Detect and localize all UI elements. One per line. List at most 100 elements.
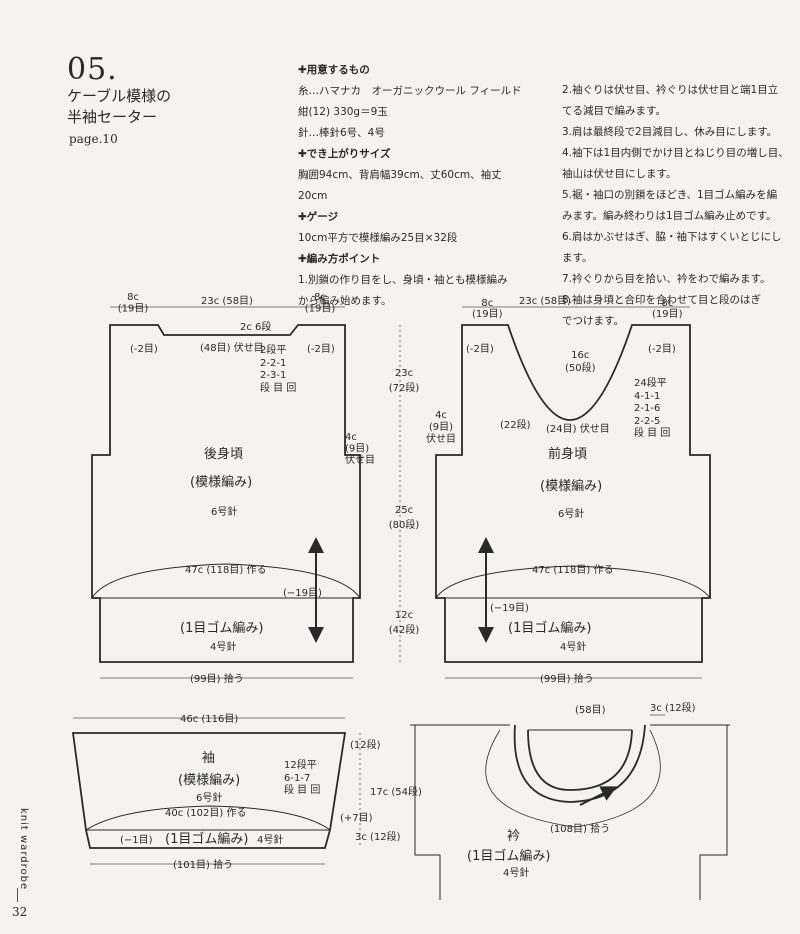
sleeve-pattern: (模様編み) <box>178 772 240 788</box>
front-rib-dec: (−19目) <box>490 603 529 614</box>
back-rib-label: (1目ゴム編み) <box>180 620 263 636</box>
back-neck-depth: 2c 6段 <box>240 320 271 333</box>
step-line: てる減目で編みます。 <box>562 105 666 117</box>
sleeve-name: 袖 <box>202 751 215 766</box>
front-pickup: (99目) 拾う <box>540 672 594 685</box>
title-line-1: ケーブル模様の <box>67 87 172 105</box>
back-neck-width: 23c (58目) <box>201 296 253 307</box>
back-pattern: (模様編み) <box>190 474 252 490</box>
divider <box>17 888 18 902</box>
materials-line: 針…棒針6号、4号 <box>298 127 385 139</box>
collar-top-stitch: (58目) <box>575 705 606 716</box>
step-line: 8.袖は身頃と合印を合わせて目と段のはぎ <box>562 294 762 306</box>
back-body-outline <box>91 324 361 663</box>
step-line: 2.袖ぐりは伏せ目、衿ぐりは伏せ目と端1目立 <box>562 84 779 96</box>
front-dec-right: (-2目) <box>648 344 676 355</box>
step-line: 3.肩は最終段で2目減目し、休み目にします。 <box>562 126 778 138</box>
front-armhole: 4c (9目) 伏せ目 <box>426 410 456 445</box>
collar-name: 衿 <box>507 829 520 844</box>
page-reference: page.10 <box>69 132 118 146</box>
back-neck-decrease-table: 2段平 2-2-1 2-3-1 段 目 回 <box>260 345 297 394</box>
materials-line: 胸囲94cm、背肩幅39cm、丈60cm、袖丈 <box>298 169 502 181</box>
vertical-dim-middle: 25c (80段) <box>388 505 420 531</box>
step-line: 7.衿ぐりから目を拾い、衿をわで編みます。 <box>562 273 771 285</box>
materials-heading: ✚編み方ポイント <box>298 253 381 265</box>
front-cast: 47c (118目) 作る <box>532 564 613 576</box>
back-rib-dec: (−19目) <box>283 588 322 599</box>
title-line-2: 半袖セーター <box>67 108 158 126</box>
back-name: 後身頃 <box>204 446 243 462</box>
back-rib-needle: 4号針 <box>210 640 236 653</box>
front-needle: 6号針 <box>558 507 584 520</box>
sleeve-cuff-len: 3c (12段) <box>355 830 401 843</box>
front-rib-needle: 4号針 <box>560 640 586 653</box>
collar-needle: 4号針 <box>503 866 529 879</box>
page-number: 32 <box>12 905 28 919</box>
back-cast: 47c (118目) 作る <box>185 564 266 576</box>
sleeve-top-rows: (12段) <box>350 738 381 751</box>
collar-rib-label: (1目ゴム編み) <box>467 848 550 864</box>
step-line: でつけます。 <box>562 315 624 327</box>
front-body-outline <box>435 324 711 663</box>
front-neck-width: 23c (58目) <box>519 296 571 307</box>
front-shoulder-right: 8c (19目) <box>652 298 683 320</box>
front-dec-left: (-2目) <box>466 344 494 355</box>
pattern-title: ケーブル模様の 半袖セーター <box>67 86 171 128</box>
sleeve-needle: 6号針 <box>196 791 222 804</box>
back-cast-curve <box>91 563 361 599</box>
back-neck-bind: (48目) 伏せ目 <box>200 341 264 354</box>
front-shoulder-left: 8c (19目) <box>472 298 503 320</box>
vertical-dim-lower: 12c (42段) <box>388 610 420 636</box>
materials-line: 糸…ハマナカ オーガニックウール フィールド <box>298 85 522 97</box>
sleeve-cuff-dec: (−1目) <box>120 835 153 846</box>
step-line: 5.裾・袖口の別鎖をほどき、1目ゴム編みを編 <box>562 189 778 201</box>
collar-height: 3c (12段) <box>650 701 696 714</box>
collar-arrow <box>579 786 618 806</box>
sleeve-length: 17c (54段) <box>370 785 422 798</box>
vertical-dim-upper: 23c (72段) <box>388 368 420 394</box>
materials-line: から編み始めます。 <box>298 295 392 307</box>
front-neck-bind: (24目) 伏せ目 <box>546 422 610 435</box>
front-pattern: (模様編み) <box>540 478 602 494</box>
collar-pickup: (108目) 拾う <box>550 822 610 835</box>
front-side-rows: (22段) <box>500 418 531 431</box>
front-neck-depth: 16c (50段) <box>565 350 596 374</box>
materials-block: ✚用意するもの糸…ハマナカ オーガニックウール フィールド紺(12) 330g＝… <box>298 60 548 312</box>
sleeve-top: 46c (116目) <box>180 714 238 725</box>
back-dec-right: (-2目) <box>307 344 335 355</box>
sleeve-cuff-needle: 4号針 <box>257 833 283 846</box>
step-line: ます。 <box>562 252 593 264</box>
back-pickup: (99目) 拾う <box>190 672 244 685</box>
front-cast-curve <box>435 565 711 599</box>
sleeve-increase-table: 12段平 6-1-7 段 目 回 <box>284 760 321 796</box>
step-line: 4.袖下は1目内側でかけ目とねじり目の増し目、 <box>562 147 789 159</box>
step-line: 6.肩はかぶせはぎ、脇・袖下はすくいとじにし <box>562 231 782 243</box>
collar-outline <box>513 724 646 803</box>
front-neck-decrease-table: 24段平 4-1-1 2-1-6 2-2-5 段 目 回 <box>634 378 671 439</box>
materials-line: 10cm平方で模様編み25目×32段 <box>298 232 458 244</box>
steps-block: 2.袖ぐりは伏せ目、衿ぐりは伏せ目と端1目立てる減目で編みます。 3.肩は最終段で… <box>562 80 794 332</box>
materials-line: 20cm <box>298 190 328 202</box>
materials-heading: ✚でき上がりサイズ <box>298 148 391 160</box>
front-name: 前身頃 <box>548 446 587 462</box>
step-line: みます。編み終わりは1目ゴム編み止めです。 <box>562 210 777 222</box>
back-armhole: 4c(9目)伏せ目 <box>345 432 375 466</box>
sleeve-cast: 40c (102目) 作る <box>165 807 246 819</box>
materials-heading: ✚ゲージ <box>298 211 339 223</box>
pattern-number: 05. <box>67 52 118 87</box>
magazine-side-label: knit wardrobe <box>18 808 29 891</box>
sleeve-cuff-label: (1目ゴム編み) <box>165 831 248 847</box>
materials-line: 紺(12) 330g＝9玉 <box>298 106 388 118</box>
step-line: 袖山は伏せ目にします。 <box>562 168 677 180</box>
sleeve-cast-curve <box>85 805 331 831</box>
back-dec-left: (-2目) <box>130 344 158 355</box>
sleeve-pickup: (101目) 拾う <box>173 858 233 871</box>
back-shoulder-right: 8c(19目) <box>305 292 336 315</box>
back-shoulder-left: 8c(19目) <box>118 292 149 315</box>
sleeve-inc-total: (+7目) <box>340 813 373 824</box>
front-rib-label: (1目ゴム編み) <box>508 620 591 636</box>
back-needle: 6号針 <box>211 505 237 518</box>
materials-line: 1.別鎖の作り目をし、身頃・袖とも模様編み <box>298 274 508 286</box>
materials-heading: ✚用意するもの <box>298 64 370 76</box>
